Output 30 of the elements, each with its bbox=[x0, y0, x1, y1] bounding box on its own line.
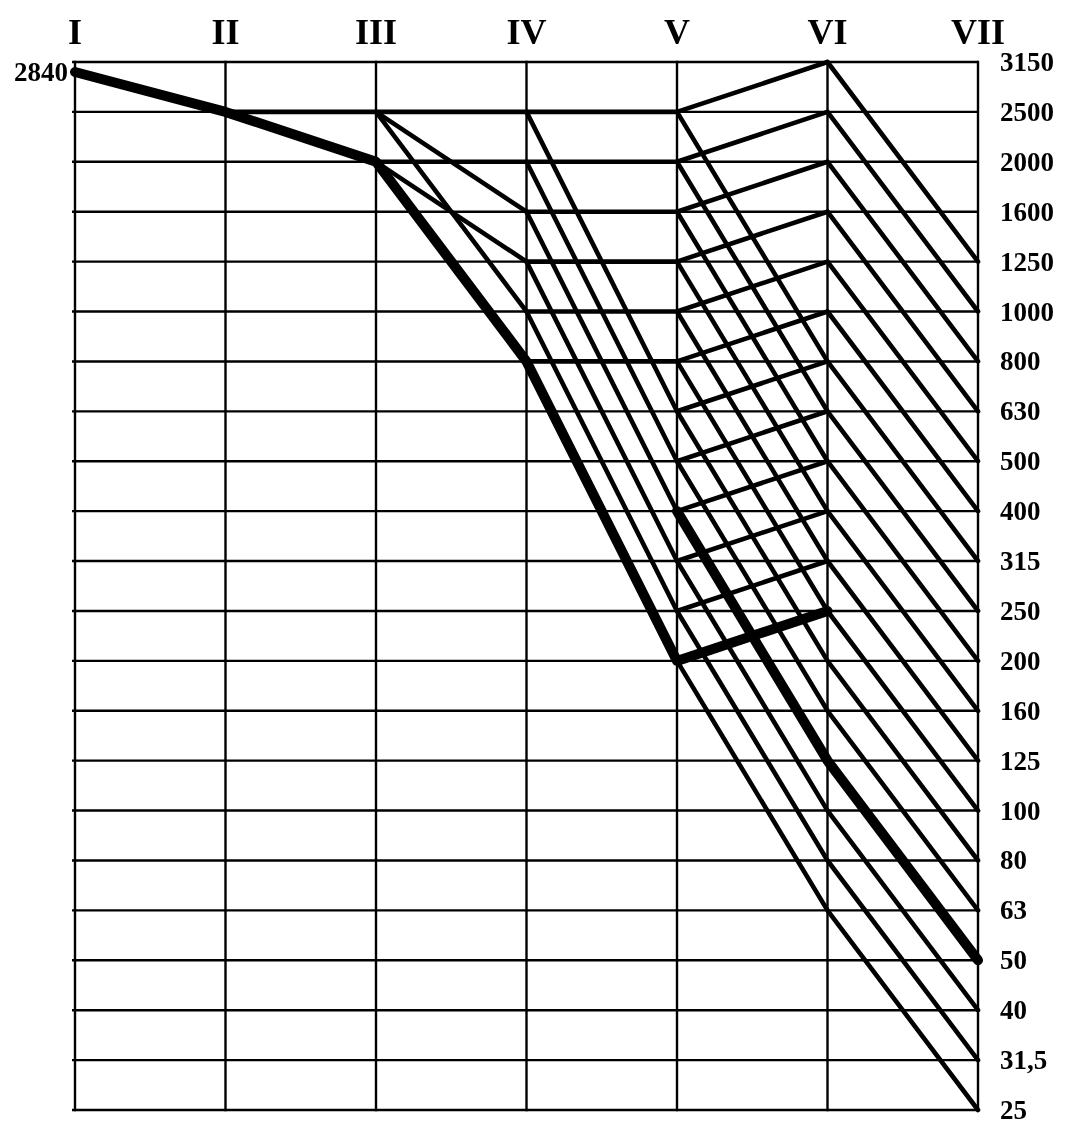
speed-value-label: 160 bbox=[1000, 697, 1041, 725]
speed-value-label: 1250 bbox=[1000, 248, 1054, 276]
speed-value-label: 500 bbox=[1000, 447, 1041, 475]
speed-value-label: 1600 bbox=[1000, 198, 1054, 226]
speed-value-label: 100 bbox=[1000, 797, 1041, 825]
speed-value-label: 2500 bbox=[1000, 98, 1054, 126]
speed-value-label: 40 bbox=[1000, 996, 1027, 1024]
shaft-label: V bbox=[664, 14, 690, 50]
speed-value-label: 800 bbox=[1000, 347, 1041, 375]
shaft-label: VI bbox=[807, 14, 848, 50]
shaft-label: IV bbox=[506, 14, 547, 50]
speed-value-label: 63 bbox=[1000, 896, 1027, 924]
shaft-label: II bbox=[211, 14, 240, 50]
speed-value-label: 400 bbox=[1000, 497, 1041, 525]
speed-value-label: 200 bbox=[1000, 647, 1041, 675]
speed-value-label: 25 bbox=[1000, 1096, 1027, 1124]
speed-value-label: 2000 bbox=[1000, 148, 1054, 176]
speed-value-label: 315 bbox=[1000, 547, 1041, 575]
speed-value-label: 3150 bbox=[1000, 48, 1054, 76]
shaft-label: VII bbox=[951, 14, 1005, 50]
speed-value-label: 50 bbox=[1000, 946, 1027, 974]
speed-value-label: 630 bbox=[1000, 397, 1041, 425]
speed-value-label: 125 bbox=[1000, 747, 1041, 775]
speed-value-label: 250 bbox=[1000, 597, 1041, 625]
speed-value-label: 2840 bbox=[14, 58, 68, 86]
shaft-label: I bbox=[68, 14, 82, 50]
speed-value-label: 31,5 bbox=[1000, 1046, 1048, 1074]
shaft-label: III bbox=[355, 14, 397, 50]
speed-value-label: 80 bbox=[1000, 846, 1027, 874]
speed-value-label: 1000 bbox=[1000, 298, 1054, 325]
